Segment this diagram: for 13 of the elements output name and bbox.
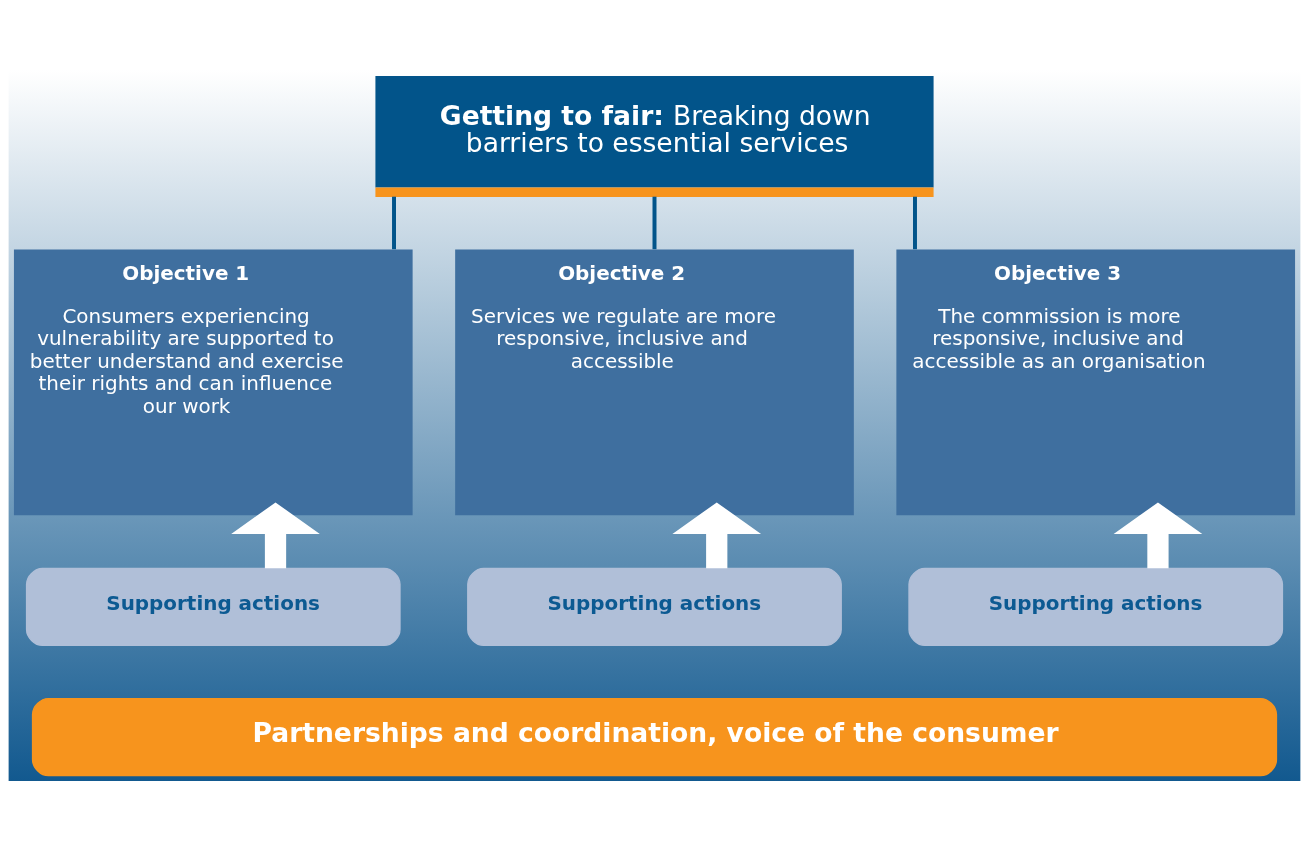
arrow — [1113, 501, 1203, 568]
node-box: Partnerships and coordination, voice of the consumer — [31, 697, 1278, 776]
connector — [392, 196, 396, 249]
node-box: Objective 1 Consumers experiencing vulnerability are supported to better understand and exercise their rights and can influence our work — [13, 248, 413, 515]
node-box: Objective 2 Services we regulate are more responsive, inclusive and accessible — [455, 248, 854, 515]
connector — [913, 196, 917, 249]
connector — [652, 196, 657, 249]
node-box: Objective 3 The commission is more responsive, inclusive and accessible as an organisation — [896, 248, 1296, 515]
arrow — [672, 501, 762, 568]
arrow — [231, 501, 320, 568]
node-box: Supporting actions — [25, 567, 401, 646]
node-box: Supporting actions — [467, 567, 842, 646]
node-box: Supporting actions — [908, 567, 1284, 646]
